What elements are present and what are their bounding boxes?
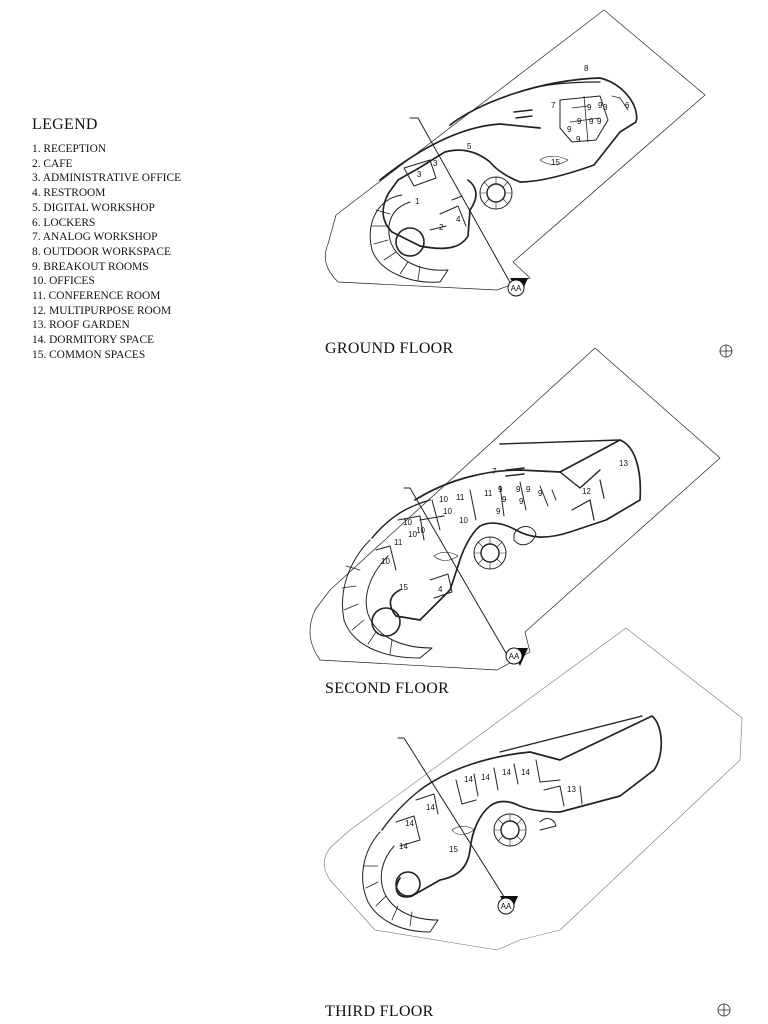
room-label: 9	[589, 117, 594, 126]
room-label: 5	[467, 142, 472, 151]
legend-item: 10. OFFICES	[32, 275, 95, 288]
legend-item: 2. CAFE	[32, 157, 73, 170]
north-arrow-icon	[719, 344, 733, 358]
building-outline	[382, 77, 638, 250]
section-marker-label: AA	[501, 902, 512, 911]
room-label: 10	[459, 516, 468, 525]
room-label: 9	[519, 497, 524, 506]
legend-item: 7. ANALOG WORKSHOP	[32, 231, 158, 244]
legend-item: 4. RESTROOM	[32, 187, 106, 200]
room-label: 9	[538, 489, 543, 498]
room-label: 9	[498, 485, 503, 494]
legend-item: 15. COMMON SPACES	[32, 348, 146, 361]
room-label: 11	[394, 538, 403, 547]
third-floor-room-labels: 14 14 14 14 13 14 14 14 15	[399, 768, 576, 854]
section-marker-label: AA	[511, 284, 522, 293]
legend-item: 6. LOCKERS	[32, 216, 96, 229]
room-label: 9	[577, 117, 582, 126]
section-line	[409, 117, 513, 287]
room-label: 9	[597, 117, 602, 126]
second-floor-plan	[309, 347, 721, 671]
legend: LEGEND 1. RECEPTION 2. CAFE 3. ADMINISTR…	[32, 116, 232, 363]
legend-item: 9. BREAKOUT ROOMS	[32, 260, 149, 273]
room-label: 8	[584, 64, 589, 73]
room-label: 15	[399, 583, 408, 592]
building-outline	[395, 715, 663, 898]
legend-item: 13. ROOF GARDEN	[32, 319, 130, 332]
room-label: 10	[381, 557, 390, 566]
room-label: 12	[582, 487, 591, 496]
room-label: 11	[484, 489, 493, 498]
building-outline	[389, 439, 642, 621]
legend-title: LEGEND	[32, 116, 98, 133]
room-label: 14	[426, 803, 435, 812]
room-label: 9	[516, 485, 521, 494]
room-label: 7	[492, 467, 497, 476]
room-label: 3	[603, 103, 608, 112]
legend-item: 5. DIGITAL WORKSHOP	[32, 201, 155, 214]
room-label: 9	[502, 495, 507, 504]
room-label: 7	[551, 101, 556, 110]
room-label: 10	[439, 495, 448, 504]
site-boundary	[309, 347, 721, 671]
section-line	[397, 737, 507, 901]
section-line	[403, 487, 511, 661]
room-label: 13	[567, 785, 576, 794]
third-floor-title: THIRD FLOOR	[325, 1003, 434, 1020]
room-label: 14	[399, 842, 408, 851]
room-label: 2	[439, 223, 444, 232]
room-label: 14	[464, 775, 473, 784]
room-label: 4	[456, 215, 461, 224]
legend-item: 3. ADMINISTRATIVE OFFICE	[32, 172, 182, 185]
ground-floor-title: GROUND FLOOR	[325, 340, 454, 357]
stair-ring-left	[369, 194, 449, 283]
section-marker-icon: AA	[507, 278, 528, 297]
room-label: 3	[417, 170, 422, 179]
legend-list: 1. RECEPTION 2. CAFE 3. ADMINISTRATIVE O…	[32, 142, 232, 363]
room-label: 9	[567, 125, 572, 134]
north-arrow-icon	[717, 1003, 731, 1017]
legend-item: 11. CONFERENCE ROOM	[32, 290, 161, 303]
room-label: 9	[576, 135, 581, 144]
second-floor-room-labels: 13 7 9 9 9 9 9 9 9 12 10 10 10 11 11 10 …	[381, 459, 628, 594]
room-label: 11	[456, 493, 465, 502]
room-label: 14	[405, 819, 414, 828]
room-label: 6	[625, 101, 630, 110]
room-label: 10	[443, 507, 452, 516]
room-label: 14	[481, 773, 490, 782]
site-boundary	[323, 627, 743, 951]
room-label: 10	[416, 526, 425, 535]
section-marker-icon: AA	[497, 896, 518, 915]
room-label: 9	[587, 103, 592, 112]
ground-floor-plan	[324, 9, 706, 291]
room-label: 1	[415, 197, 420, 206]
ground-floor-room-labels: 8 7 9 9 3 6 9 9 9 9 9 5 15 3 3 1 4 2	[415, 64, 630, 232]
room-label: 9	[496, 507, 501, 516]
room-label: 10	[408, 530, 417, 539]
legend-item: 14. DORMITORY SPACE	[32, 334, 155, 347]
room-label: 10	[403, 518, 412, 527]
third-floor-plan	[323, 627, 743, 951]
second-floor-title: SECOND FLOOR	[325, 680, 450, 697]
room-label: 9	[526, 485, 531, 494]
room-label: 15	[449, 845, 458, 854]
room-label: 4	[438, 585, 443, 594]
legend-item: 12. MULTIPURPOSE ROOM	[32, 304, 172, 317]
room-label: 14	[521, 768, 530, 777]
legend-item: 8. OUTDOOR WORKSPACE	[32, 245, 171, 258]
room-label: 15	[551, 158, 560, 167]
room-label: 13	[619, 459, 628, 468]
legend-item: 1. RECEPTION	[32, 143, 107, 155]
room-label: 3	[433, 159, 438, 168]
site-boundary	[324, 9, 706, 291]
section-marker-icon: AA	[505, 647, 528, 666]
room-label: 14	[502, 768, 511, 777]
section-marker-label: AA	[509, 652, 520, 661]
room-label: 9	[598, 101, 603, 110]
